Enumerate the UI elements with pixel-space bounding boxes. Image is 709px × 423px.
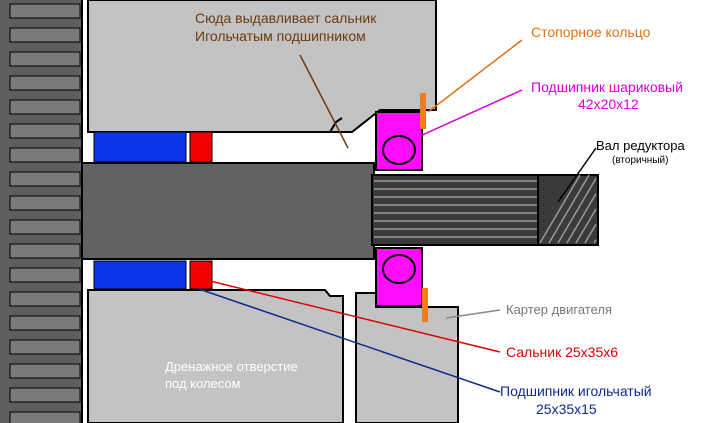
retaining-ring-top xyxy=(420,93,426,129)
ball-bearing-bottom xyxy=(375,247,423,307)
engine-housing xyxy=(355,292,459,423)
leader-ball-bearing xyxy=(419,89,523,137)
engine-housing-label: Картер двигателя xyxy=(506,302,612,317)
seal-pushout-label: Сюда выдавливает сальник Игольчатым подш… xyxy=(195,10,380,44)
drain-hole-label: Дренажное отверстие под колесом xyxy=(165,359,301,391)
upper-housing xyxy=(87,0,437,133)
lower-housing xyxy=(87,289,344,423)
needle-bearing-top xyxy=(93,131,187,163)
gearbox-shaft-note: (вторичный) xyxy=(612,155,668,166)
oil-seal-top xyxy=(189,131,213,163)
ball-bearing-label: Подшипник шариковый 42x20x12 xyxy=(531,79,687,112)
gearbox-shaft-label: Вал редуктора xyxy=(596,138,685,153)
oil-seal-bottom xyxy=(189,260,213,290)
upper-housing-crack xyxy=(329,117,343,133)
leader-gearbox-shaft xyxy=(557,147,597,203)
needle-bearing-label: Подшипник игольчатый 25x35x15 xyxy=(500,383,656,417)
leader-seal-pushout xyxy=(299,54,349,149)
leader-retaining-ring xyxy=(427,39,523,113)
gearbox-shaft xyxy=(371,174,599,246)
leader-engine-housing xyxy=(445,309,501,319)
oil-seal-label: Сальник 25x35x6 xyxy=(506,344,618,360)
leader-needle-bearing xyxy=(195,287,501,393)
retaining-ring-label: Стопорное кольцо xyxy=(531,24,651,40)
ball-bearing-top xyxy=(375,111,423,171)
main-shaft xyxy=(81,162,375,260)
gear-wheel xyxy=(0,0,83,423)
leader-oil-seal xyxy=(205,279,501,353)
needle-bearing-bottom xyxy=(93,260,187,290)
retaining-ring-bottom xyxy=(422,288,428,322)
